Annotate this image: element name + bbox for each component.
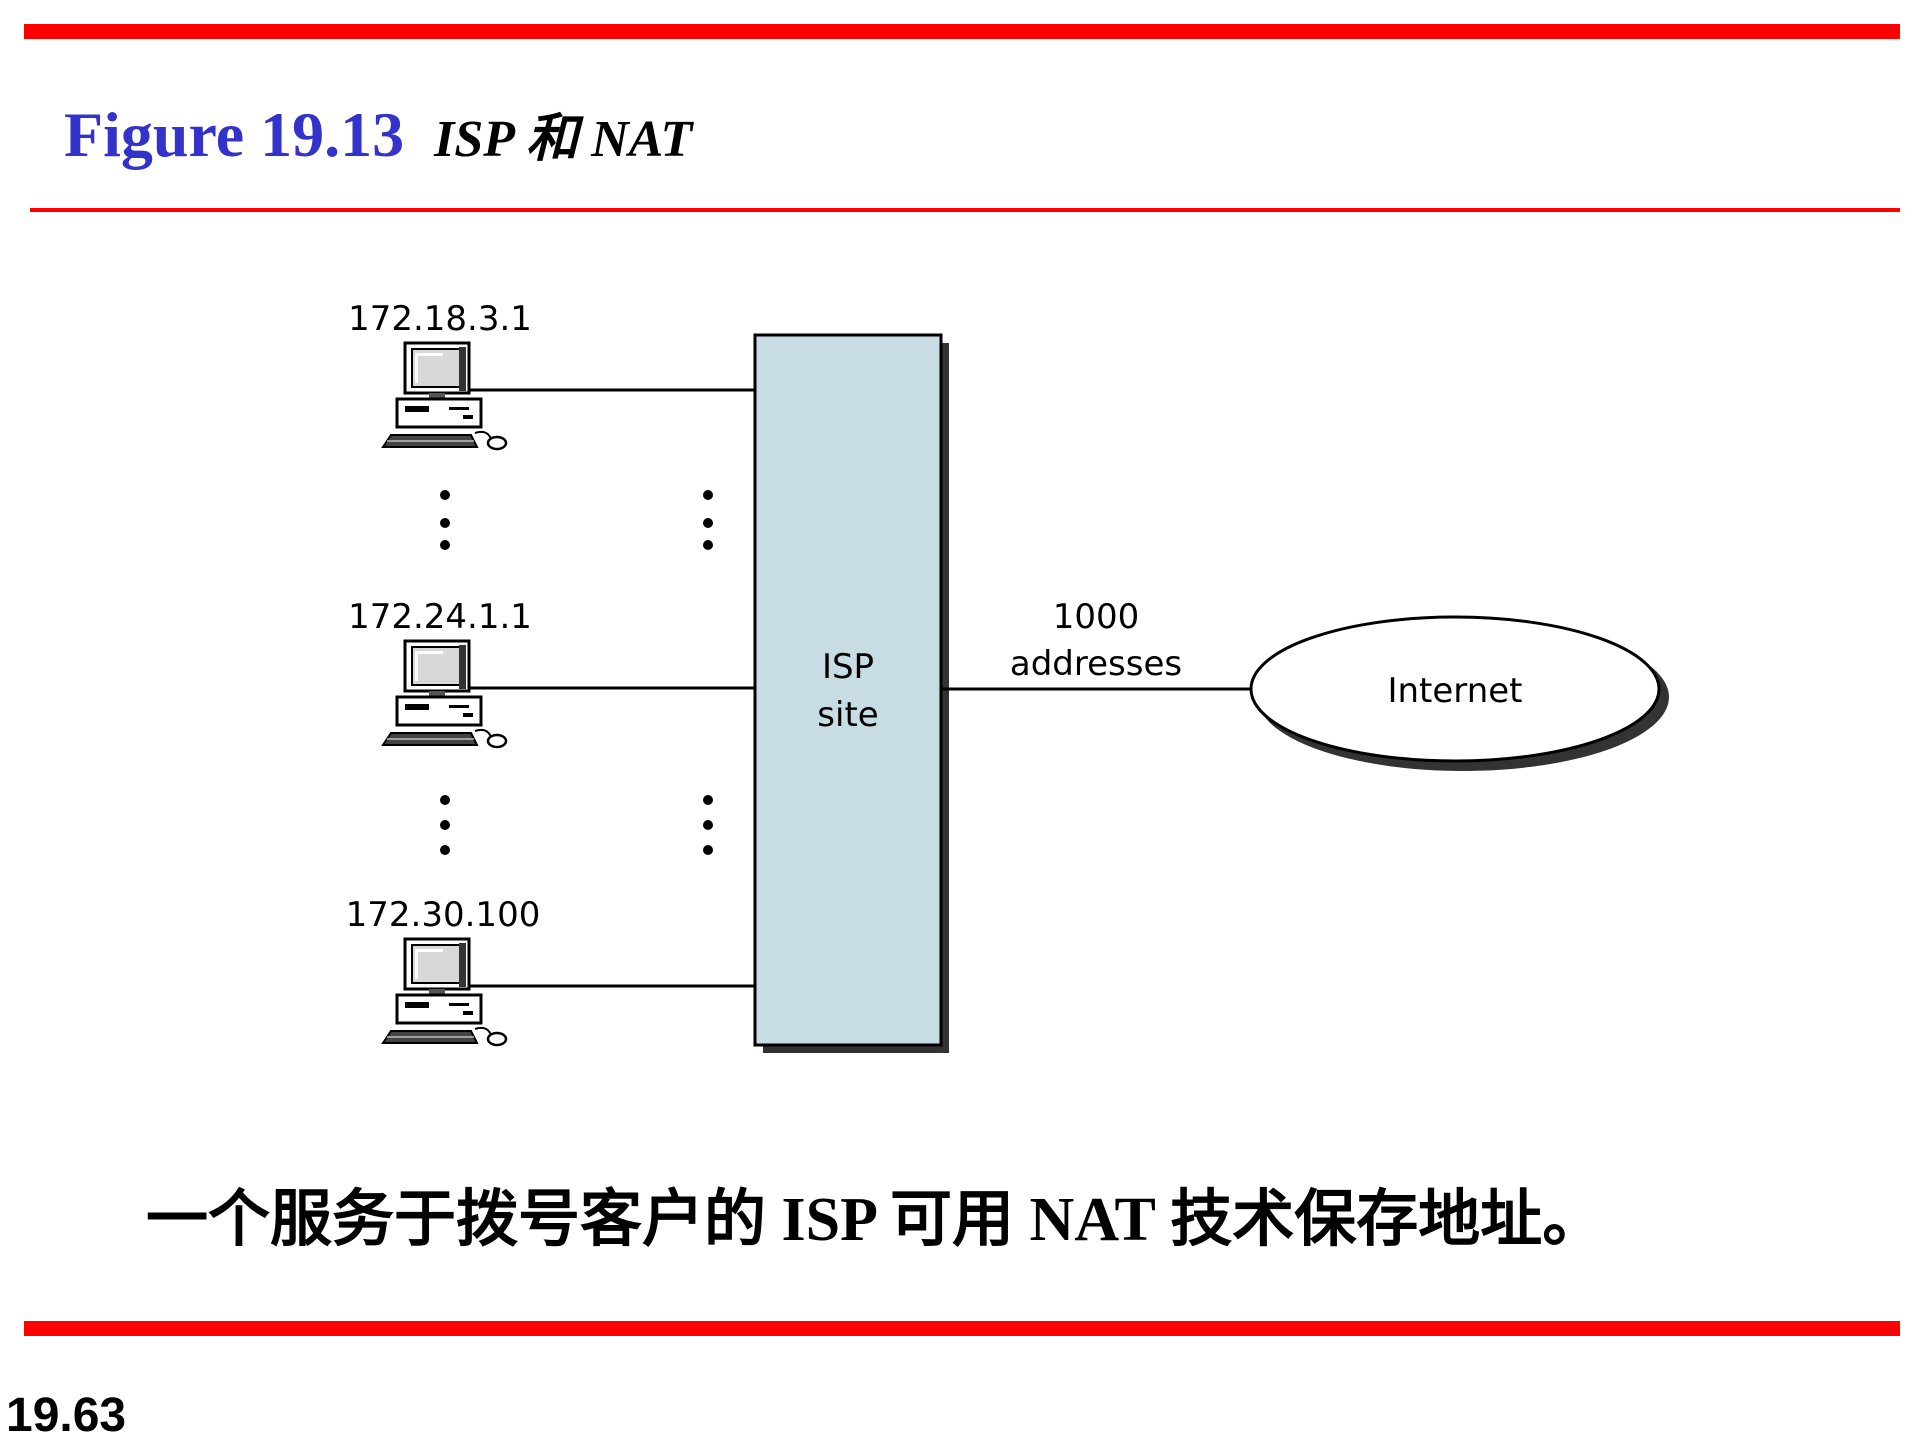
computer-icon — [381, 937, 508, 1047]
figure-caption: ISP 和 NAT — [434, 111, 693, 168]
computer-icon — [381, 341, 508, 451]
figure-label: Figure 19.13 — [64, 99, 405, 170]
host-address-label: 172.24.1.1 — [348, 597, 532, 637]
computer-icon — [381, 639, 508, 749]
ellipsis-dots — [440, 490, 713, 855]
top-red-rule — [24, 24, 1900, 39]
internet-label: Internet — [1387, 671, 1522, 711]
isp-box-label: ISP — [822, 647, 874, 687]
figure-description: 一个服务于拨号客户的 ISP 可用 NAT 技术保存地址。 — [146, 1186, 1605, 1254]
host-address-label: 172.30.100 — [346, 895, 541, 935]
figure-title: Figure 19.13 ISP 和 NAT — [64, 96, 692, 172]
isp-site-box — [753, 333, 943, 1047]
isp-box-label: site — [817, 695, 878, 735]
internet-cloud — [1249, 615, 1661, 763]
bottom-red-rule — [24, 1321, 1900, 1336]
link-label: 1000 — [1053, 597, 1140, 637]
page-number: 19.63 — [6, 1389, 127, 1442]
title-underline-rule — [30, 208, 1900, 212]
link-label: addresses — [1010, 644, 1182, 684]
host-address-label: 172.18.3.1 — [348, 299, 532, 339]
